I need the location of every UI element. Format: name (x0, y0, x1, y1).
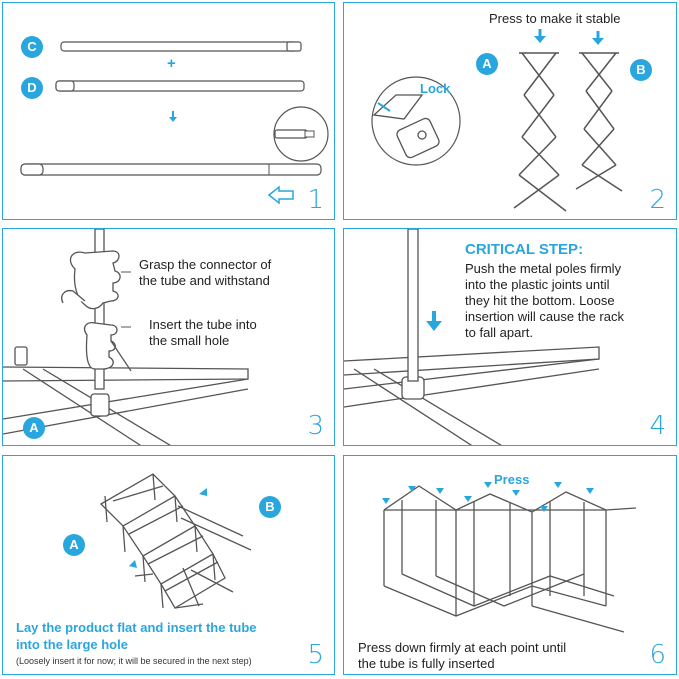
pole-joint-illustration (344, 229, 600, 445)
instruction-title-2: into the large hole (16, 637, 128, 652)
instruction-note: (Loosely insert it for now; it will be s… (16, 656, 252, 666)
instruction-line-3: they hit the bottom. Loose (465, 293, 615, 308)
panel-step-6: Press Press down firmly at each point un… (343, 455, 677, 675)
instruction-line-4: insertion will cause the rack (465, 309, 624, 324)
label-a-badge: A (23, 417, 45, 439)
step-number: 3 (307, 411, 324, 441)
insert-tube-illustration (3, 229, 249, 445)
panel-step-2: Press to make it stable Lock A B 2 (343, 2, 677, 220)
panel-step-4: CRITICAL STEP: Push the metal poles firm… (343, 228, 677, 446)
step-number: 6 (649, 640, 666, 670)
label-a-badge: A (476, 53, 498, 75)
panel-step-1: C D + 1 (2, 2, 335, 220)
grasp-text-2: the tube and withstand (139, 273, 270, 288)
insert-text-1: Insert the tube into (149, 317, 257, 332)
instruction-line-2: into the plastic joints until (465, 277, 610, 292)
label-a-badge: A (63, 534, 85, 556)
label-d-badge: D (21, 77, 43, 99)
insert-text-2: the small hole (149, 333, 230, 348)
panel-step-5: A B Lay the product flat and insert the … (2, 455, 335, 675)
tube-assembly-illustration (20, 41, 329, 205)
scissor-frame-illustration (371, 29, 623, 212)
label-b-badge: B (630, 59, 652, 81)
instruction-line-1: Press down firmly at each point until (358, 640, 567, 655)
step-number: 5 (307, 640, 324, 670)
label-c-badge: C (21, 36, 43, 58)
press-caption: Press to make it stable (489, 11, 621, 26)
panel-step-3: Grasp the connector of the tube and with… (2, 228, 335, 446)
critical-step-title: CRITICAL STEP: (465, 241, 584, 258)
instruction-title-1: Lay the product flat and insert the tube (16, 620, 257, 635)
flat-rack-illustration (99, 473, 252, 609)
label-b-badge: B (259, 496, 281, 518)
grasp-text-1: Grasp the connector of (139, 257, 272, 272)
instruction-line-2: the tube is fully inserted (358, 656, 495, 671)
press-points-illustration (382, 482, 637, 633)
step-number: 1 (307, 185, 324, 215)
plus-sign: + (167, 55, 176, 72)
instruction-line-5: to fall apart. (465, 325, 533, 340)
step-number: 4 (649, 411, 666, 441)
press-label: Press (494, 472, 530, 487)
lock-label: Lock (420, 81, 451, 96)
step-number: 2 (649, 185, 666, 215)
instruction-line-1: Push the metal poles firmly (465, 261, 622, 276)
